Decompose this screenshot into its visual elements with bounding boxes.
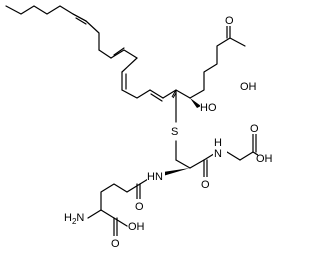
carboxyl-o-label: O — [225, 15, 234, 27]
glutamyl-o-label: O — [111, 238, 120, 250]
amide-o-right-label: O — [201, 179, 210, 191]
fatty-acid-chain — [5, 5, 191, 102]
glycine-o-label: O — [250, 123, 259, 135]
glutamyl-oh-label: OH — [128, 221, 145, 233]
structural-formula: OH O HO S N H OH O O HN O H2N OH O — [5, 5, 273, 250]
amide-o-left-label: O — [135, 201, 144, 213]
sulfur-label: S — [171, 126, 178, 138]
amine-label: H2N — [64, 212, 84, 226]
hydroxyl-label: HO — [200, 102, 217, 114]
amide-n-label: N — [214, 148, 222, 160]
glycine-oh-label: OH — [256, 153, 273, 165]
amide-hn-label: HN — [147, 171, 163, 183]
carboxyl-oh-label: OH — [240, 81, 257, 93]
cysteine-backbone — [175, 89, 218, 179]
atom-labels: OH O HO S N H OH O O HN O H2N OH O — [63, 14, 273, 250]
amide-h-label: H — [214, 137, 222, 149]
upper-acid-chain — [189, 22, 246, 99]
